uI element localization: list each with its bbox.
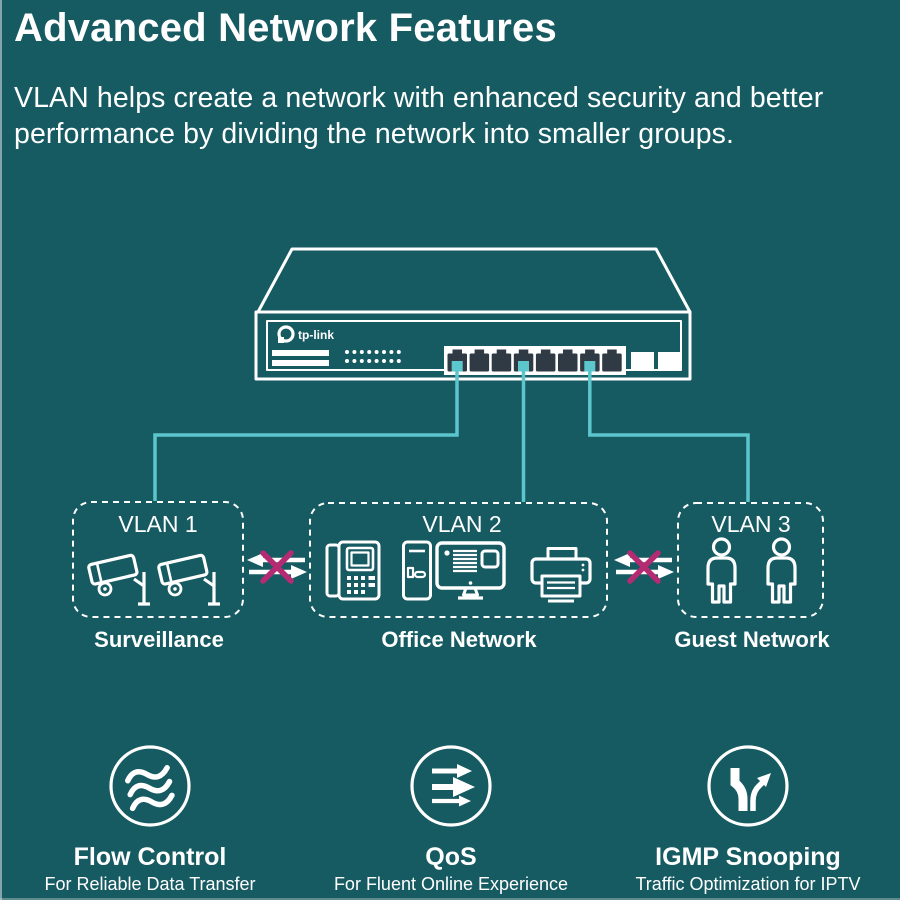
printer-icon xyxy=(530,547,592,603)
pc-tower-icon xyxy=(402,540,432,601)
feature-title-igmp-snooping: IGMP Snooping xyxy=(655,843,841,871)
vlan1-label: VLAN 1 xyxy=(118,511,198,537)
qos-arrows-icon xyxy=(410,745,492,827)
rj45-port-block xyxy=(444,346,626,375)
vlan2-caption: Office Network xyxy=(381,627,537,652)
vlan3-label: VLAN 3 xyxy=(711,511,791,537)
vlan1-caption: Surveillance xyxy=(94,627,224,652)
vlan2-label: VLAN 2 xyxy=(422,511,502,537)
switch-illustration: tp-link xyxy=(254,247,692,381)
feature-title-qos: QoS xyxy=(425,843,477,871)
led-indicator-dots xyxy=(345,350,401,363)
fork-arrow-icon xyxy=(707,745,789,827)
feature-subtitle-igmp-snooping: Traffic Optimization for IPTV xyxy=(635,874,861,894)
port-2 xyxy=(469,349,490,372)
person-icon xyxy=(766,537,797,604)
monitor-icon xyxy=(435,541,506,600)
feature-subtitle-flow-control: For Reliable Data Transfer xyxy=(44,874,256,894)
feature-subtitle-qos: For Fluent Online Experience xyxy=(333,874,569,894)
vlan3-box xyxy=(677,502,824,618)
blocked-link-icon xyxy=(247,550,307,584)
person-icon xyxy=(706,537,737,604)
port-3 xyxy=(491,349,512,372)
tp-link-logo-text: tp-link xyxy=(298,328,334,342)
vlan1-box xyxy=(72,501,244,618)
network-cables xyxy=(153,365,750,502)
port-6 xyxy=(558,349,578,372)
cable-to-vlan1 xyxy=(153,365,459,501)
vlan3-caption: Guest Network xyxy=(674,627,830,652)
switch-top-panel xyxy=(256,247,692,314)
page-title: Advanced Network Features xyxy=(14,6,557,50)
switch-label-bars xyxy=(272,350,329,366)
cable-to-vlan3 xyxy=(588,365,750,502)
page-subtitle-line1: VLAN helps create a network with enhance… xyxy=(14,82,824,114)
page-subtitle-line2: performance by dividing the network into… xyxy=(14,118,735,150)
feature-title-flow-control: Flow Control xyxy=(73,843,227,871)
port-8 xyxy=(602,349,622,372)
desk-phone-icon xyxy=(325,540,381,601)
cctv-camera-icon xyxy=(157,553,220,606)
uplink-slots xyxy=(631,352,681,371)
blocked-link-icon xyxy=(614,550,674,584)
flow-waves-icon xyxy=(109,745,191,827)
tp-link-logo: tp-link xyxy=(277,325,334,343)
port-5 xyxy=(535,349,556,372)
cctv-camera-icon xyxy=(87,553,150,606)
